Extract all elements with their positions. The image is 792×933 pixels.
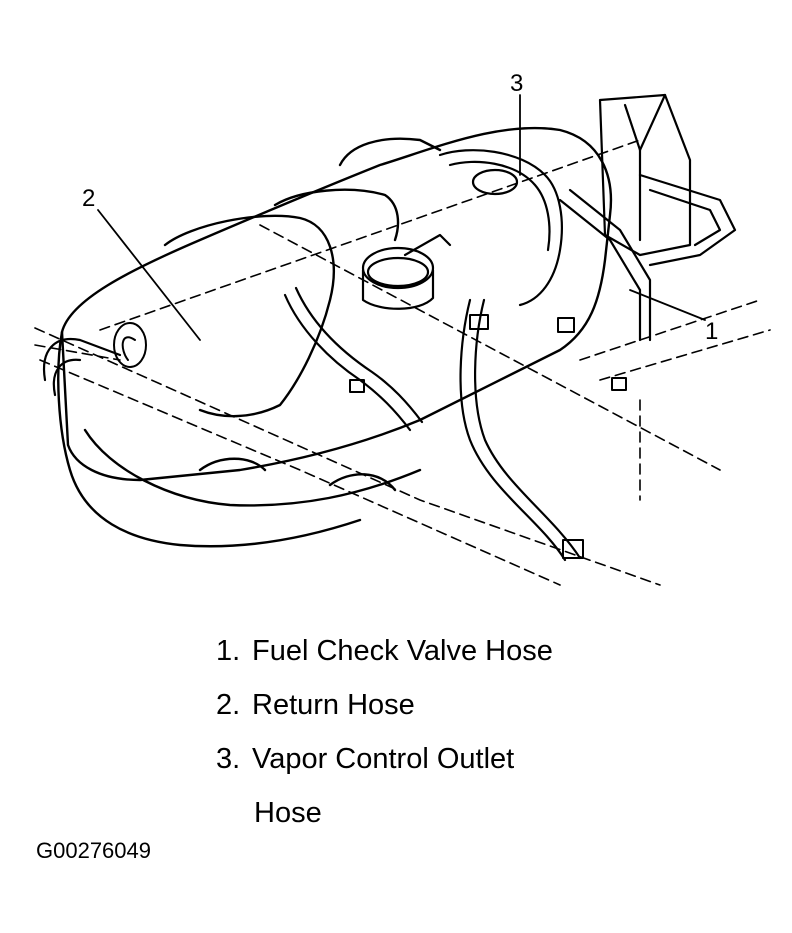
callout-3: 3 <box>510 70 524 97</box>
callout-2: 2 <box>82 185 96 212</box>
leader-line-2 <box>97 209 201 341</box>
legend-item: 3. Vapor Control Outlet <box>216 732 553 786</box>
fuel-tank-hose-diagram <box>34 93 771 586</box>
hose-clips <box>349 314 627 559</box>
fuel-tank <box>57 126 613 548</box>
fuel-pump-module <box>361 233 452 310</box>
vapor-canister <box>471 93 692 257</box>
legend-number: 1. <box>216 635 241 667</box>
legend-item: 1. Fuel Check Valve Hose <box>216 624 553 678</box>
legend-label: Vapor Control Outlet <box>252 743 515 775</box>
legend-number: 2. <box>216 689 241 721</box>
figure-id: G00276049 <box>36 838 151 863</box>
legend-label: Fuel Check Valve Hose <box>252 635 553 667</box>
legend-item: 2. Return Hose <box>216 678 553 732</box>
frame-rails <box>34 139 771 586</box>
leader-line-1 <box>629 289 706 321</box>
leader-lines <box>97 94 706 341</box>
legend-item-continuation: Hose <box>254 797 322 829</box>
legend-number: 3. <box>216 743 241 775</box>
legend: 1. Fuel Check Valve Hose 2. Return Hose 3.… <box>216 624 553 840</box>
hoses <box>42 149 737 562</box>
callout-1: 1 <box>705 318 719 345</box>
legend-label: Return Hose <box>252 689 415 721</box>
